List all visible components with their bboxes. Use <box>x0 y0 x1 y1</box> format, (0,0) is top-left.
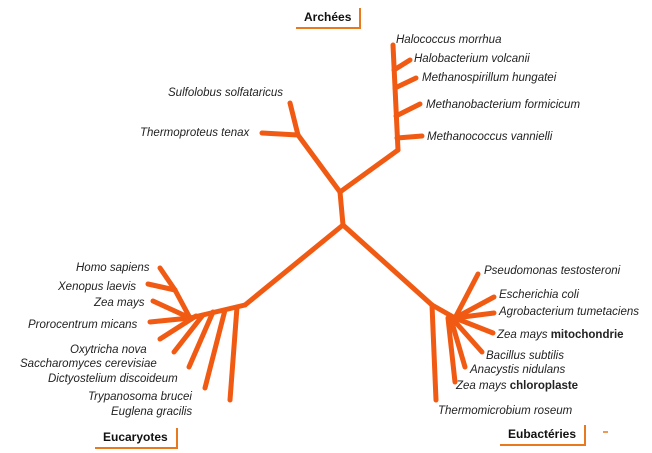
branch-prorocentrum <box>147 315 193 325</box>
tree-branches <box>145 42 497 403</box>
taxon-label: Agrobacterium tumetaciens <box>498 306 639 318</box>
taxon-label: Thermomicrobium roseum <box>438 405 573 417</box>
taxon-label-organelle: Zea mays mitochondrie <box>496 329 624 341</box>
branch-euglena <box>227 304 240 403</box>
branch-dictyostelium <box>186 309 216 370</box>
branch-zea-mays <box>150 298 193 321</box>
branch-methanococcus <box>394 133 425 141</box>
branch-zea-chloroplaste <box>445 315 458 385</box>
branch-xenopus-tip <box>145 281 178 293</box>
branch-zea-mitochondrie <box>452 315 496 336</box>
taxon-labels: Halococcus morrhua Halobacterium volcani… <box>20 34 639 418</box>
organelle-species: Zea mays <box>455 380 507 392</box>
branch-archaea-stem <box>337 147 401 195</box>
taxon-label: Methanobacterium formicicum <box>426 99 580 111</box>
branch-trypanosoma <box>202 307 228 391</box>
taxon-label: Oxytricha nova <box>70 344 147 356</box>
taxon-label: Methanococcus vannielli <box>427 131 553 143</box>
group-label-bacteria: Eubactéries <box>500 425 587 446</box>
taxon-label: Pseudomonas testosteroni <box>484 265 621 277</box>
taxon-label: Trypanosoma brucei <box>88 391 192 403</box>
branch-eukaryotes-stem <box>242 222 346 308</box>
branch-thermoproteus <box>259 130 301 138</box>
branch-agrobacterium <box>452 310 497 321</box>
taxon-label: Dictyostelium discoideum <box>48 373 178 385</box>
taxon-label: Homo sapiens <box>76 262 150 274</box>
group-label-archaea: Archées <box>296 8 362 29</box>
organelle-name: chloroplaste <box>510 380 578 392</box>
branch-sulfolobus <box>287 100 301 138</box>
branch-saccharomyces <box>171 312 206 355</box>
branch-thermomicrobium <box>429 302 439 403</box>
taxon-label: Xenopus laevis <box>57 281 136 293</box>
branch-xenopus <box>172 287 193 321</box>
organelle-species: Zea mays <box>496 329 548 341</box>
branch-archaea-spine <box>390 42 401 153</box>
branch-halobacterium <box>391 57 413 73</box>
taxon-label: Prorocentrum micans <box>28 319 138 331</box>
branch-methanospirillum <box>392 75 419 91</box>
taxon-label: Methanospirillum hungatei <box>422 72 557 84</box>
group-label-eukaryotes: Eucaryotes <box>95 428 178 449</box>
taxon-label-organelle: Zea mays chloroplaste <box>455 380 578 392</box>
taxon-label: Zea mays <box>93 297 145 309</box>
taxon-label: Bacillus subtilis <box>486 350 564 362</box>
organelle-name: mitochondrie <box>551 329 624 341</box>
branch-archaea-crenarchaeota <box>295 132 343 195</box>
taxon-label: Escherichia coli <box>499 289 579 301</box>
branch-trunk <box>337 189 346 228</box>
branch-pseudomonas <box>452 271 481 321</box>
taxon-label: Halococcus morrhua <box>396 34 501 46</box>
taxon-label: Sulfolobus solfataricus <box>168 87 283 99</box>
taxon-label: Euglena gracilis <box>111 406 192 418</box>
taxon-label: Anacystis nidulans <box>469 364 565 376</box>
branch-escherichia <box>452 294 497 321</box>
branch-bacillus <box>447 313 485 355</box>
taxon-label: Thermoproteus tenax <box>140 127 251 139</box>
branch-anacystis <box>447 313 468 370</box>
branch-bacteria-stem <box>340 222 435 308</box>
branch-methanobacterium <box>393 101 423 119</box>
taxon-label: Halobacterium volcanii <box>414 53 530 65</box>
branch-homo-sapiens <box>157 265 178 293</box>
taxon-label: Saccharomyces cerevisiae <box>20 358 157 370</box>
